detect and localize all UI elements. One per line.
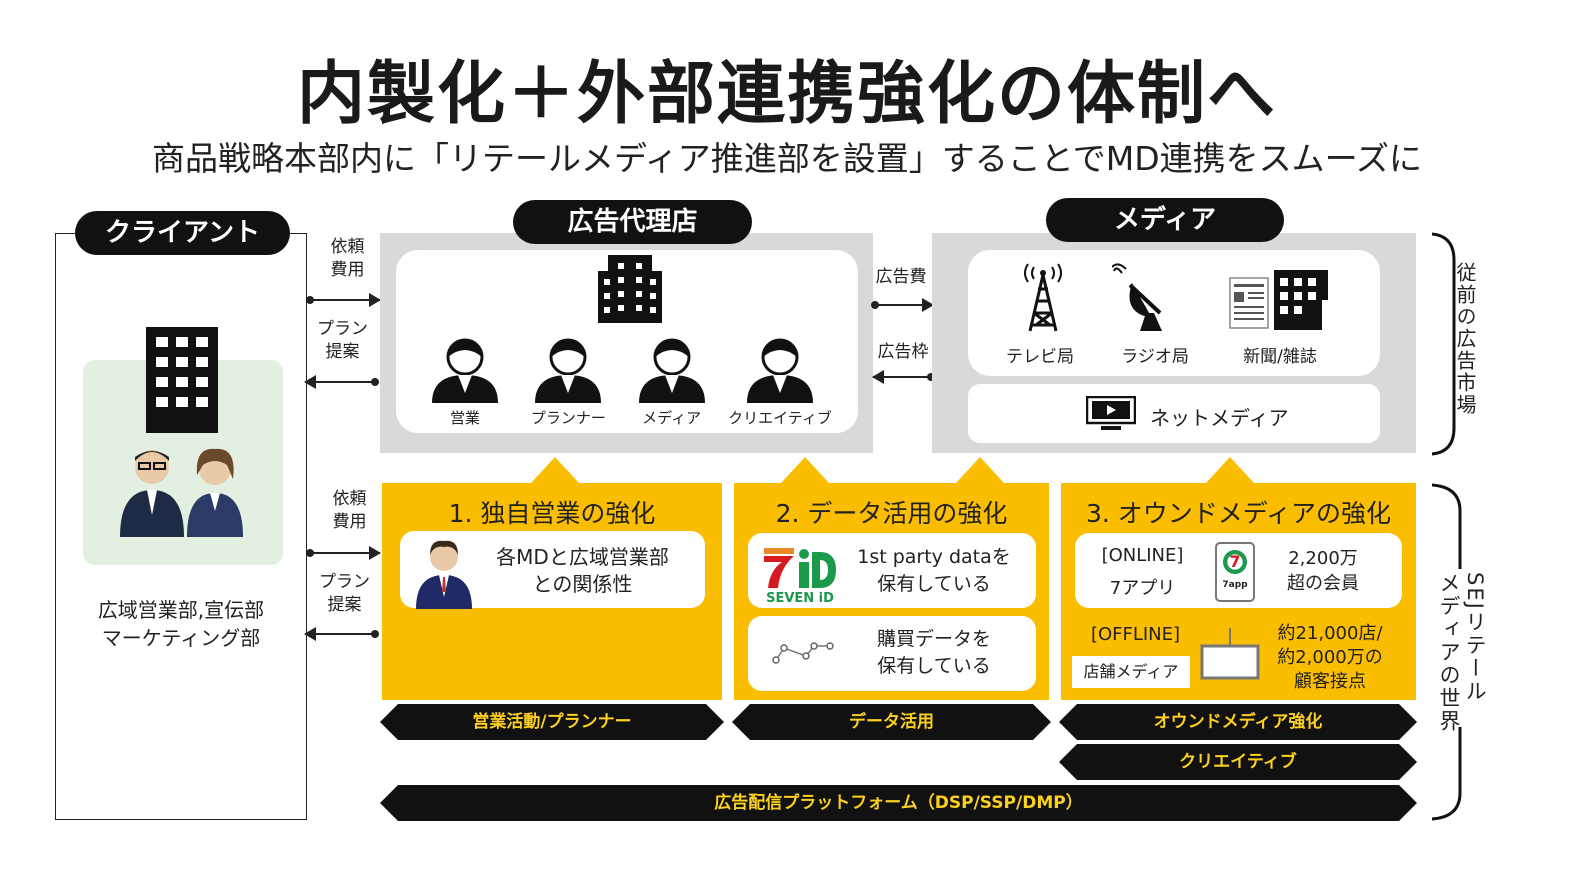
role-label: プランナー (530, 409, 606, 427)
net-media-label: ネットメディア (1150, 406, 1289, 430)
page-subtitle: 商品戦略本部内に「リテールメディア推進部を設置」することでMD連携をスムーズに (152, 139, 1422, 178)
agency-label: 広告代理店 (513, 200, 752, 244)
person-icon (638, 338, 705, 403)
monitor-icon (1086, 396, 1136, 430)
legacy-bracket (1431, 232, 1456, 456)
arrow-right-1 (306, 293, 381, 307)
pointer-2 (781, 457, 829, 483)
reach-text: 約21,000店/ 約2,000万の 顧客接点 (1277, 623, 1383, 692)
tv-label: テレビ局 (1006, 347, 1074, 367)
pillar-data-title: 2. データ活用の強化 (775, 499, 1008, 528)
seven-app-logo: 7 (1223, 550, 1247, 574)
pointer-3 (956, 457, 1004, 483)
radio-label: ラジオ局 (1121, 347, 1189, 367)
agency-roles: 営業 プランナー メディア クリエイティブ (415, 335, 835, 428)
client-dept-line1: 広域営業部,宣伝部 (97, 598, 265, 622)
arrow-ad-cost (871, 298, 934, 312)
role-creative: クリエイティブ (725, 335, 835, 428)
client-dept-line2: マーケティング部 (101, 626, 261, 650)
media-label: メディア (1046, 198, 1284, 242)
sej-label-2: メディアの世界 (1437, 572, 1461, 733)
client-label: クライアント (75, 211, 290, 255)
pointer-4 (1206, 457, 1254, 483)
ad-slot-label: 広告枠 (877, 342, 929, 362)
offline-label: [OFFLINE] (1090, 624, 1181, 645)
seven-app-icon: 7 7app (1215, 542, 1255, 602)
data-card-1 (748, 533, 1036, 608)
pointer-1 (531, 457, 579, 483)
data-card-2 (748, 616, 1036, 691)
seven-id-logo: SEVEN iD (764, 548, 836, 604)
salesman-icon (416, 540, 472, 609)
proposal-label-2: プラン 提案 (319, 572, 370, 615)
client-people-icon (120, 448, 243, 537)
seven-app-text: 7app (1222, 580, 1248, 590)
arrow-right-2 (306, 546, 381, 560)
online-label: [ONLINE] (1101, 545, 1184, 566)
building-icon (146, 327, 218, 433)
net-media-card (968, 384, 1380, 443)
banner-sales-planner: 営業活動/プランナー (380, 704, 724, 740)
arrow-left-2 (304, 627, 379, 641)
role-media: メディア (622, 335, 722, 428)
banner-data: データ活用 (732, 704, 1051, 740)
agency-building-icon (598, 255, 662, 323)
newspaper-building-icon (1229, 270, 1328, 330)
proposal-label-1: プラン 提案 (317, 319, 368, 362)
pillar-sales-title: 1. 独自営業の強化 (448, 499, 656, 528)
satellite-dish-icon (1112, 263, 1162, 331)
banner-ad-platform: 広告配信プラットフォーム（DSP/SSP/DMP） (380, 785, 1417, 821)
person-icon (535, 338, 602, 403)
client-departments: 広域営業部,宣伝部 マーケティング部 (55, 596, 307, 652)
sej-bracket (1431, 483, 1462, 821)
tv-tower-icon (1024, 263, 1062, 332)
role-label: クリエイティブ (728, 409, 832, 427)
arrow-ad-slot (872, 370, 935, 384)
sales-card-text: 各MDと広域営業部 との関係性 (496, 545, 669, 596)
members-text: 2,200万 超の会員 (1287, 548, 1359, 594)
legacy-market-label: 従前の広告市場 (1453, 262, 1477, 416)
person-icon (746, 338, 813, 403)
role-label: 営業 (449, 409, 480, 427)
newspaper-label: 新聞/雑誌 (1243, 347, 1317, 367)
banner-owned-media: オウンドメディア強化 (1059, 704, 1417, 740)
request-fee-label-2: 依頼 費用 (332, 489, 367, 532)
role-planner: プランナー (518, 335, 618, 428)
data-card-1-text: 1st party dataを 保有している (857, 546, 1011, 595)
data-card-2-text: 購買データを 保有している (876, 628, 991, 677)
line-graph-icon (772, 642, 834, 664)
role-sales: 営業 (415, 335, 515, 428)
arrow-left-1 (304, 375, 379, 389)
sej-label-1: SEJリテール (1463, 572, 1487, 703)
page-title: 内製化＋外部連携強化の体制へ (296, 55, 1277, 134)
seven-id-text: SEVEN iD (766, 591, 834, 604)
ad-cost-label: 広告費 (875, 267, 927, 287)
app-label: 7アプリ (1109, 578, 1176, 599)
signage-icon (1200, 628, 1260, 680)
banner-creative: クリエイティブ (1059, 744, 1417, 780)
store-media-label: 店舗メディア (1072, 656, 1190, 688)
role-label: メディア (642, 409, 702, 427)
person-icon (432, 338, 498, 403)
request-fee-label-1: 依頼 費用 (330, 237, 365, 280)
pillar-owned-media-title: 3. オウンドメディアの強化 (1085, 499, 1392, 528)
